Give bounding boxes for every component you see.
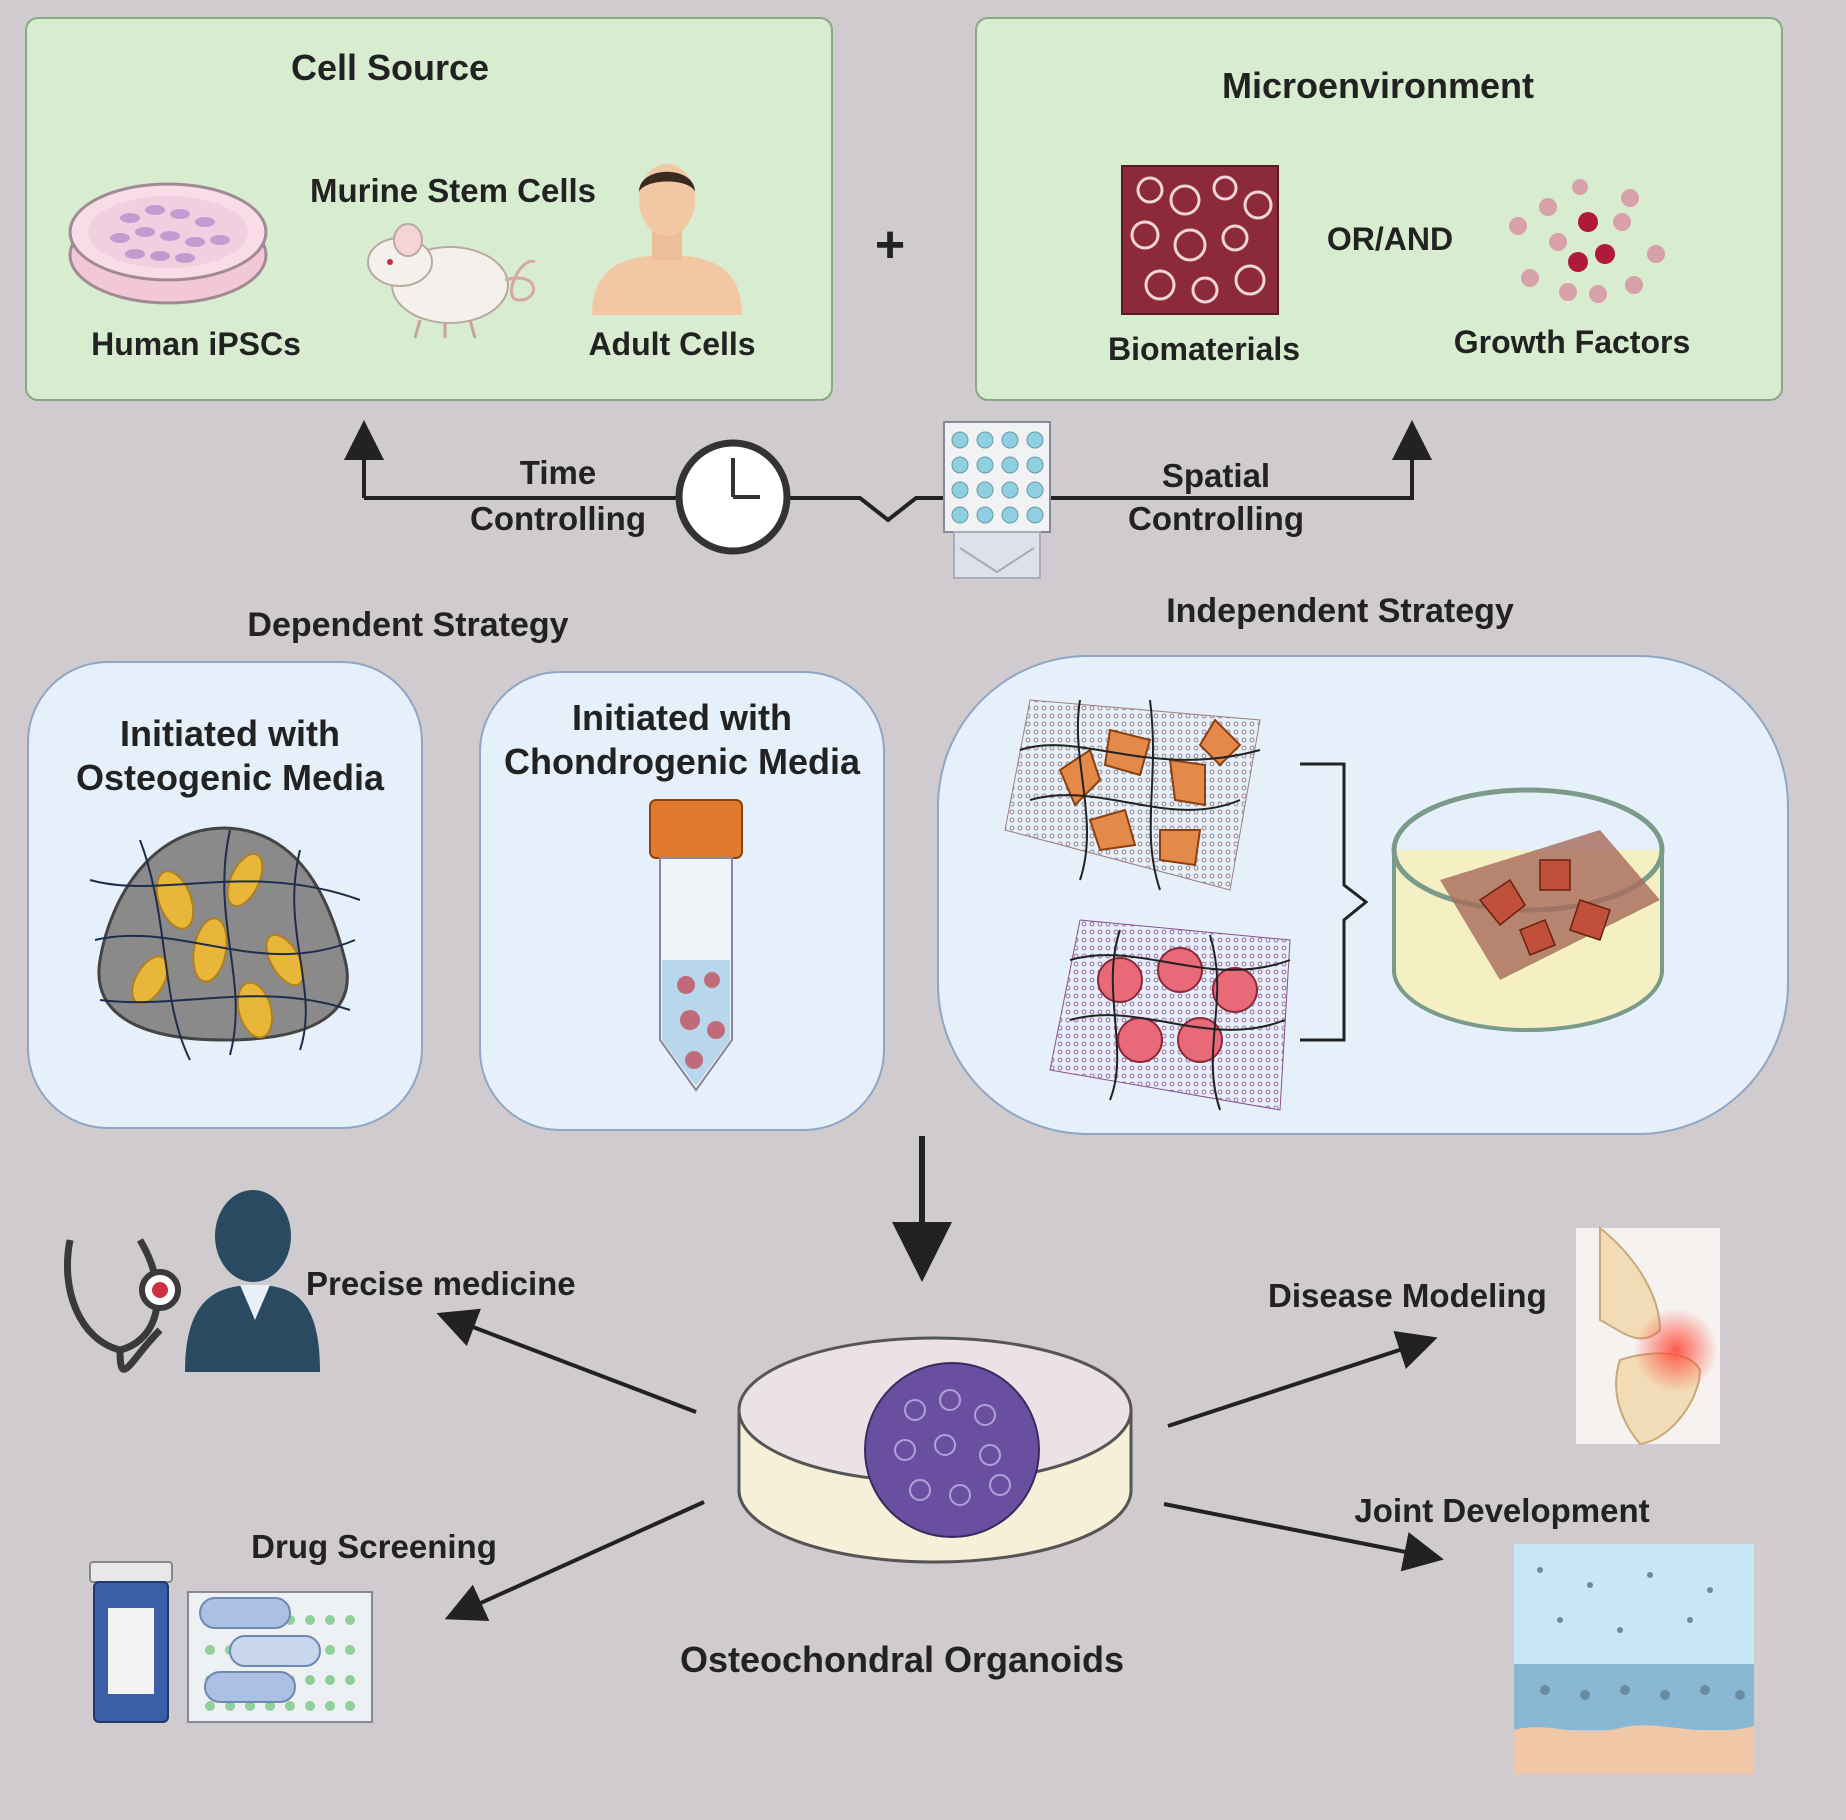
independent-strategy-title: Independent Strategy [1166,592,1514,630]
growth-factor-dots-icon [1509,179,1665,303]
time-label-line1: Time [520,454,596,491]
biomaterial-cube-icon [1121,165,1279,315]
joint-development-label: Joint Development [1354,1492,1649,1529]
arrow-to-joint-development [1163,1502,1444,1572]
osteogenic-scaffold-icon [89,826,361,1061]
spatial-label-line2: Controlling [1128,500,1304,537]
chondrogenic-label-line1: Initiated with [572,697,792,738]
drug-screening-label: Drug Screening [251,1528,497,1565]
growth-factors-label: Growth Factors [1454,324,1690,360]
well-plate-icon [943,421,1051,579]
culture-dish-icon [1391,787,1665,1032]
osteochondral-organoids-label: Osteochondral Organoids [680,1639,1124,1680]
chondrogenic-label-line2: Chondrogenic Media [504,741,861,782]
drug-plate-icon [187,1591,373,1723]
petri-dish-icon [68,182,268,305]
precise-medicine-label: Precise medicine [306,1265,576,1302]
disease-modeling-label: Disease Modeling [1268,1277,1547,1314]
human-ipscs-label: Human iPSCs [91,326,301,362]
chondrocyte-sheet-icon [1004,699,1261,891]
mouse-icon [367,223,536,339]
cartilage-layers-icon [1514,1544,1754,1774]
biomaterials-label: Biomaterials [1108,331,1300,367]
adult-cells-label: Adult Cells [588,326,755,362]
or-and-label: OR/AND [1327,221,1453,257]
arrow-to-disease-modeling [1167,1330,1438,1428]
osteogenic-label-line2: Osteogenic Media [76,757,385,798]
combine-bracket-icon [1300,762,1369,1042]
arrow-to-drug-screening [444,1500,705,1622]
plus-sign: + [875,216,905,274]
human-icon [592,164,742,315]
microenvironment-title: Microenvironment [1222,65,1534,106]
organoid-dish-icon [737,1336,1133,1564]
knee-joint-icon [1576,1225,1720,1446]
arrow-to-precise-medicine [436,1308,697,1414]
stethoscope-icon [63,1238,181,1373]
pill-bottle-icon [89,1561,173,1723]
murine-stem-cells-label: Murine Stem Cells [310,172,596,209]
osteoblast-sheet-icon [1049,919,1291,1111]
spatial-label-line1: Spatial [1162,457,1270,494]
conical-tube-icon [649,799,743,1092]
clock-icon [675,439,791,555]
cell-source-title: Cell Source [291,47,489,88]
dependent-strategy-title: Dependent Strategy [247,606,568,644]
time-label-line2: Controlling [470,500,646,537]
osteogenic-label-line1: Initiated with [120,713,340,754]
control-connector [344,420,1432,523]
doctor-icon [185,1190,320,1372]
